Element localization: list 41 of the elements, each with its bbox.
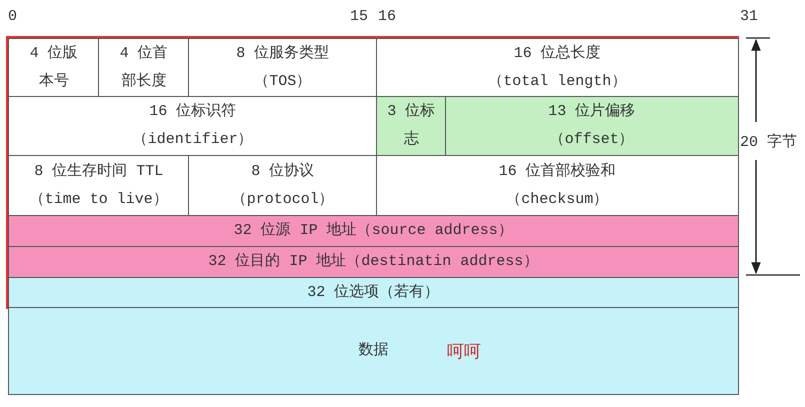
bit-number: 16 xyxy=(378,8,396,25)
field-label: 16 位总长度 xyxy=(514,43,601,64)
field-label: 32 位选项（若有） xyxy=(307,282,440,303)
bit-number: 31 xyxy=(740,8,758,25)
field-label: （time to live） xyxy=(30,190,168,210)
field-label: 32 位源 IP 地址（source address） xyxy=(234,220,513,242)
flags-field xyxy=(376,96,446,156)
field-label: 3 位标志 xyxy=(386,102,436,150)
field-label: 4 位版本号 xyxy=(29,44,78,92)
field-label: （total length） xyxy=(488,72,626,92)
bit-number: 15 xyxy=(350,8,368,25)
field-label: 数据 xyxy=(358,340,388,361)
dimension-label: 20 字节 xyxy=(740,132,798,151)
source-address-field xyxy=(8,215,738,248)
protocol-field xyxy=(188,155,378,216)
data-field xyxy=(8,307,738,394)
handwritten-note: 呵呵 xyxy=(447,342,481,363)
field-label: （offset） xyxy=(550,130,634,150)
checksum-field xyxy=(376,155,738,216)
destination-address-field xyxy=(8,246,738,278)
field-label: 13 位片偏移 xyxy=(548,102,636,122)
field-label: （checksum） xyxy=(506,190,608,210)
version-field xyxy=(8,38,100,98)
identifier-field xyxy=(8,96,378,156)
field-label: 32 位目的 IP 地址（destinatin address） xyxy=(208,252,538,272)
total-length-field xyxy=(376,38,738,98)
field-label: 16 位标识符 xyxy=(149,102,236,122)
field-label: 8 位协议 xyxy=(251,162,314,182)
offset-field xyxy=(445,96,738,156)
field-label: （protocol） xyxy=(232,190,334,210)
tos-field xyxy=(188,38,378,98)
field-label: 16 位首部校验和 xyxy=(498,162,616,182)
ttl-field xyxy=(8,155,190,216)
options-field xyxy=(8,277,738,308)
field-label: 4 位首部长度 xyxy=(119,44,168,92)
field-label: 8 位生存时间 TTL xyxy=(34,162,164,182)
field-label: 8 位服务类型 xyxy=(236,44,330,64)
field-label: （identifier） xyxy=(132,130,253,150)
header-length-field xyxy=(98,38,190,98)
bit-number: 0 xyxy=(8,8,18,25)
field-label: （TOS） xyxy=(254,72,312,92)
